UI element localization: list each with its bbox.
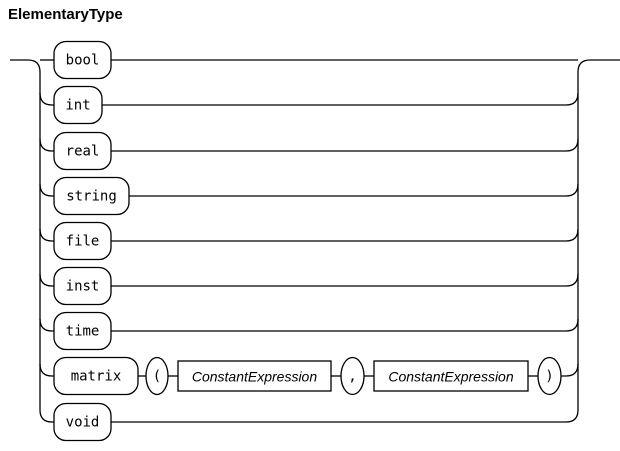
entry-curve [27, 59, 41, 73]
terminal-inst-label: inst [66, 279, 100, 295]
branch-left-2 [39, 138, 54, 152]
terminal-void: void [53, 402, 112, 442]
branch-right-5 [111, 273, 579, 287]
terminal-int: int [53, 85, 103, 125]
nodes-layer: bool int real string file inst time matrix ( Cons… [53, 40, 562, 442]
branch-right-3 [129, 183, 579, 197]
exit-curve [577, 59, 591, 73]
terminal-file-shape [53, 221, 112, 261]
terminal-file: file [53, 221, 112, 261]
terminal-string-label: string [66, 189, 117, 205]
branch-left-3 [39, 183, 54, 197]
branch-right-8 [111, 409, 579, 423]
branch-right-1 [102, 92, 579, 106]
terminal-bool: bool [53, 40, 112, 80]
nonterminal-ConstantExpression-2: ConstantExpression [177, 360, 332, 392]
terminal-int-label: int [65, 98, 90, 114]
branch-left-8 [39, 409, 54, 423]
nonterminal-ConstantExpression-2-shape [177, 360, 332, 392]
terminal-void-label: void [66, 415, 100, 431]
terminal-paren-open: ( [145, 356, 169, 396]
terminal-paren-close-label: ) [545, 369, 553, 385]
branch-right-4 [111, 228, 579, 242]
branch-right-2 [111, 138, 579, 152]
branch-left-4 [39, 228, 54, 242]
terminal-string-shape [53, 176, 130, 216]
rails-layer [10, 59, 620, 423]
terminal-inst: inst [53, 266, 112, 306]
nonterminal-ConstantExpression-4-shape [373, 360, 529, 392]
branch-left-6 [39, 318, 54, 332]
terminal-comma-label: , [348, 369, 356, 385]
terminal-string: string [53, 176, 130, 216]
terminal-comma: , [340, 356, 365, 396]
terminal-matrix-shape [53, 356, 139, 396]
branch-left-1 [39, 92, 54, 106]
branch-left-5 [39, 273, 54, 287]
terminal-real: real [53, 131, 112, 171]
terminal-paren-open-label: ( [153, 369, 161, 385]
terminal-real-shape [53, 131, 112, 171]
branch-left-7 [39, 363, 54, 377]
terminal-bool-shape [53, 40, 112, 80]
page-title: ElementaryType [8, 6, 123, 23]
terminal-time-shape [53, 311, 112, 351]
terminal-bool-label: bool [66, 53, 100, 69]
terminal-matrix: matrix [53, 356, 139, 396]
terminal-inst-shape [53, 266, 112, 306]
terminal-real-label: real [66, 144, 100, 160]
terminal-void-shape [53, 402, 112, 442]
branch-right-7 [561, 363, 579, 377]
terminal-paren-close: ) [537, 356, 562, 396]
terminal-paren-close-shape [537, 356, 562, 396]
terminal-matrix-label: matrix [71, 369, 122, 385]
branch-right-6 [111, 318, 579, 332]
terminal-paren-open-shape [145, 356, 169, 396]
nonterminal-ConstantExpression-4: ConstantExpression [373, 360, 529, 392]
nonterminal-ConstantExpression-4-label: ConstantExpression [388, 369, 514, 385]
terminal-file-label: file [66, 234, 100, 250]
terminal-int-shape [53, 85, 103, 125]
terminal-comma-shape [340, 356, 365, 396]
terminal-time-label: time [66, 324, 100, 340]
nonterminal-ConstantExpression-2-label: ConstantExpression [192, 369, 318, 385]
terminal-time: time [53, 311, 112, 351]
